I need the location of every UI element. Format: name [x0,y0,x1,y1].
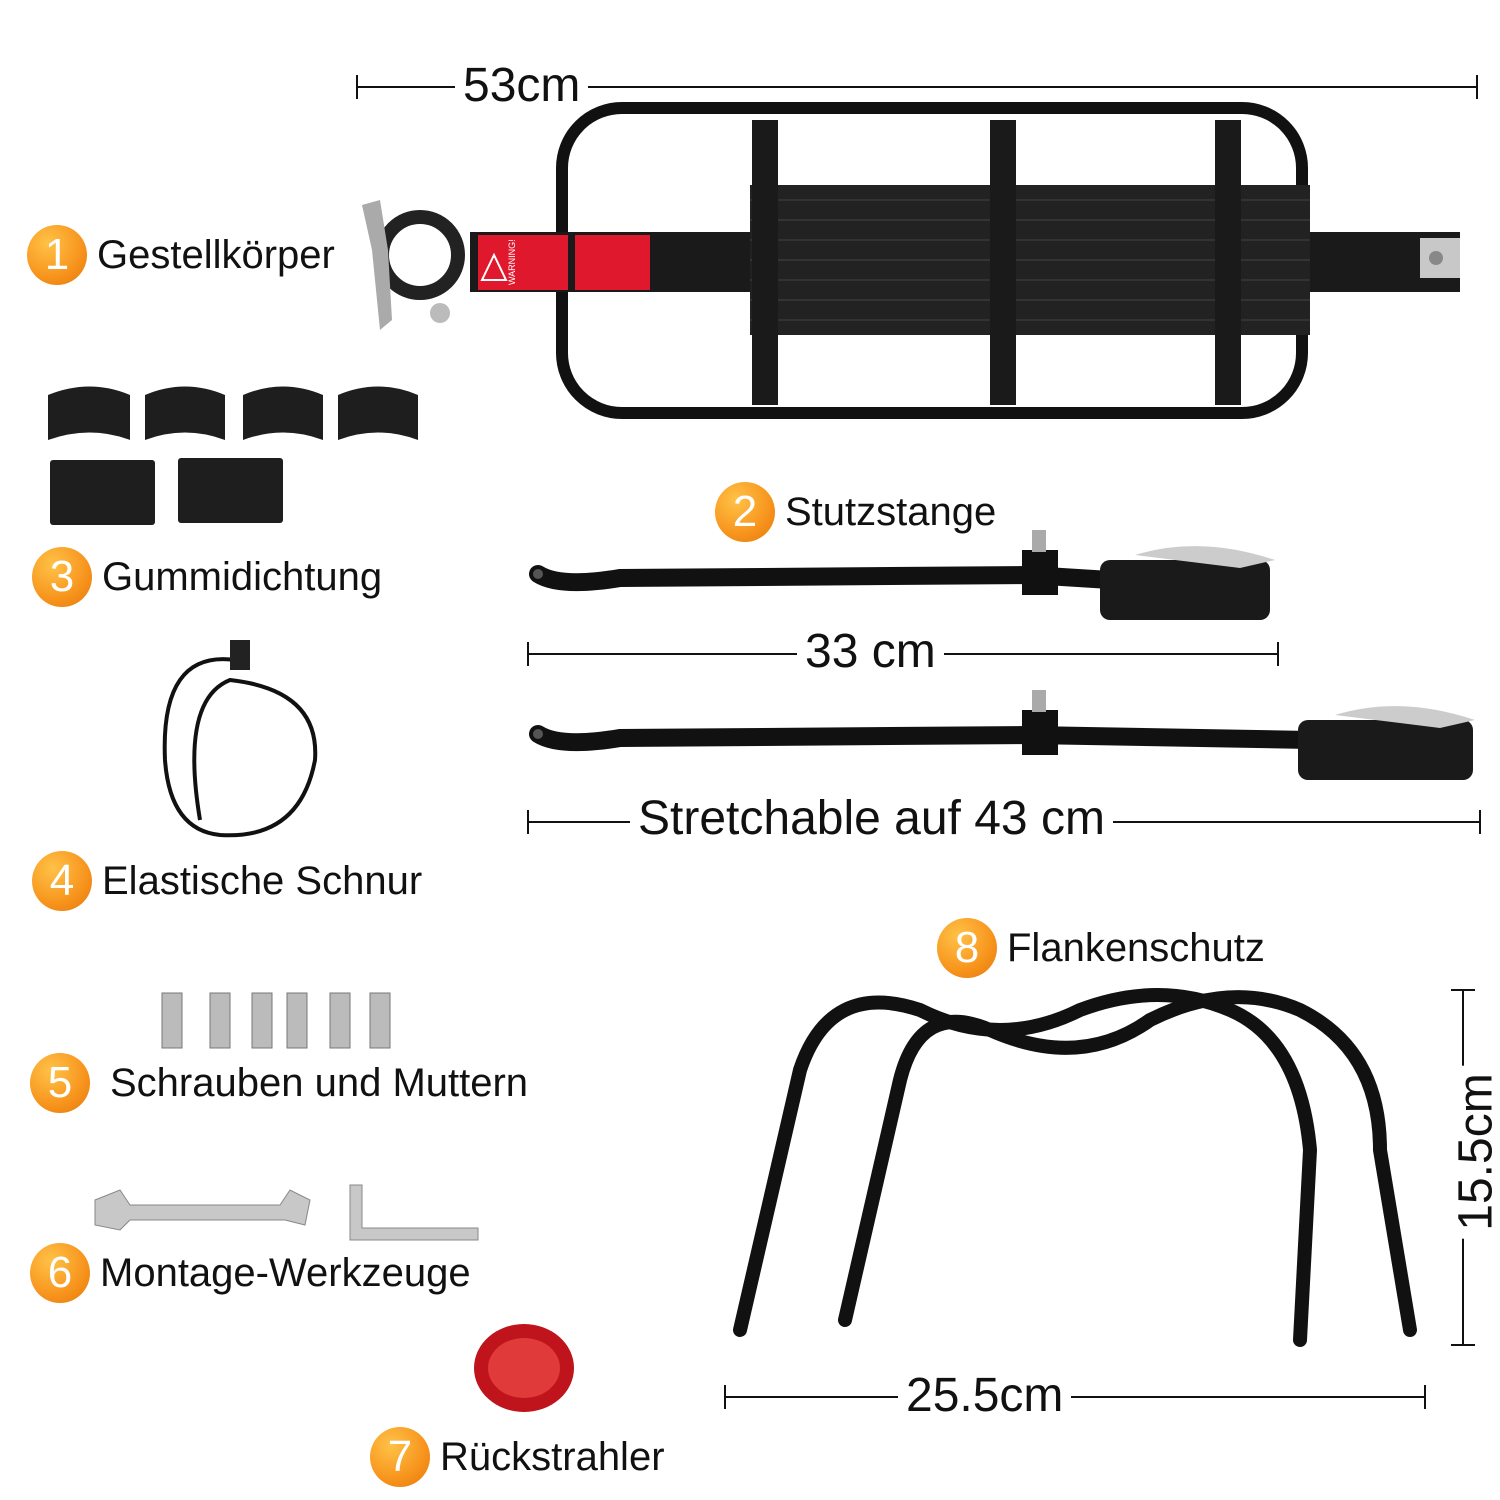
badge-3: 3 [32,547,92,607]
part-name: Gestellkörper [97,232,335,277]
badge-4: 4 [32,851,92,911]
badge-8: 8 [937,918,997,978]
dim-line-25 [724,1385,1426,1409]
badge-6: 6 [30,1243,90,1303]
elastic-cord [162,640,318,838]
reflector [474,1324,574,1412]
part-name: Schrauben und Muttern [110,1060,529,1105]
part-label-5: 5 Schrauben und Muttern [30,1053,528,1113]
rubber-pads [48,386,418,525]
part-name: Elastische Schnur [102,858,423,903]
dim-guard-width: 25.5cm [898,1372,1072,1420]
dim-rack-length: 53cm [455,62,589,110]
part-name: Stutzstange [785,489,997,534]
badge-2: 2 [715,482,775,542]
support-struts [529,530,1475,780]
part-name: Flankenschutz [1007,925,1265,970]
part-name: Gummidichtung [102,554,383,599]
warning-label: WARNING! [507,239,517,285]
badge-1: 1 [27,225,87,285]
side-guard [733,988,1417,1347]
dim-strut-length: 33 cm [797,628,944,676]
part-name: Montage-Werkzeuge [100,1250,471,1295]
part-name: Rückstrahler [440,1434,665,1479]
badge-7: 7 [370,1427,430,1487]
mounting-tools [94,1184,479,1241]
rack-body: WARNING! [362,102,1460,419]
badge-5: 5 [30,1053,90,1113]
bolts-and-nuts [161,992,391,1049]
dim-strut-extended: Stretchable auf 43 cm [630,795,1113,843]
dim-guard-height: 15.5cm [1450,1065,1500,1239]
